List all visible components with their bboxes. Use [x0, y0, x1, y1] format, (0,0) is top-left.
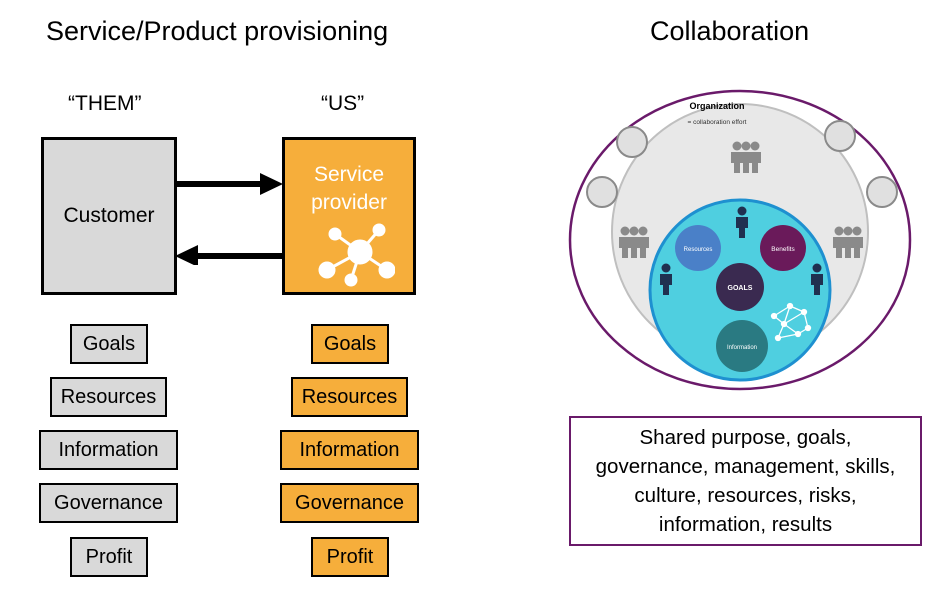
us-tag-information: Information	[280, 430, 419, 470]
summary-line-2: governance, management, skills,	[595, 455, 896, 478]
them-label: “THEM”	[68, 92, 142, 115]
them-tag-information: Information	[39, 430, 178, 470]
information-circle-label: Information	[727, 345, 757, 351]
us-label: “US”	[321, 92, 365, 115]
information-circle	[716, 320, 768, 372]
ring-circle-top-left	[616, 126, 648, 158]
ring-circle-top-right	[824, 120, 856, 152]
network-icon	[770, 302, 812, 342]
provider-label-line1: Service	[313, 163, 385, 186]
ring-circle-right	[866, 176, 898, 208]
exchange-arrows	[175, 173, 283, 265]
us-tag-profit: Profit	[311, 537, 389, 577]
us-tag-governance: Governance	[280, 483, 419, 523]
service-provider-box: Service provider	[282, 137, 416, 295]
arrow-to-provider-head	[260, 173, 283, 195]
benefits-circle-label: Benefits	[771, 246, 795, 253]
provider-label-line2: provider	[311, 191, 387, 214]
arrow-to-customer-head	[175, 245, 198, 265]
them-tag-goals: Goals	[70, 324, 148, 364]
org-sublabel: = collaboration effort	[688, 119, 747, 126]
people-group-top-icon	[731, 142, 761, 174]
us-tag-goals: Goals	[311, 324, 389, 364]
benefits-circle	[760, 225, 806, 271]
them-tag-governance: Governance	[39, 483, 178, 523]
org-label: Organization	[689, 101, 744, 111]
customer-box: Customer	[41, 137, 177, 295]
resources-circle-label: Resources	[684, 247, 713, 253]
summary-box: Shared purpose, goals, governance, manag…	[569, 416, 922, 546]
collaboration-diagram: Organization = collaboration effort Reso…	[568, 89, 912, 391]
them-tag-resources: Resources	[50, 377, 167, 417]
summary-line-4: information, results	[658, 513, 833, 536]
people-group-right-icon	[833, 227, 863, 259]
summary-line-1: Shared purpose, goals,	[639, 426, 852, 449]
people-group-left-icon	[619, 227, 649, 259]
them-tag-profit: Profit	[70, 537, 148, 577]
goals-circle	[716, 263, 764, 311]
right-title: Collaboration	[650, 16, 810, 46]
resources-circle	[675, 225, 721, 271]
customer-label: Customer	[63, 204, 155, 227]
summary-line-3: culture, resources, risks,	[634, 484, 857, 507]
goals-circle-label: GOALS	[728, 285, 753, 292]
network-hub-icon	[318, 223, 395, 287]
ring-circle-left	[586, 176, 618, 208]
left-title: Service/Product provisioning	[46, 16, 389, 46]
us-tag-resources: Resources	[291, 377, 408, 417]
